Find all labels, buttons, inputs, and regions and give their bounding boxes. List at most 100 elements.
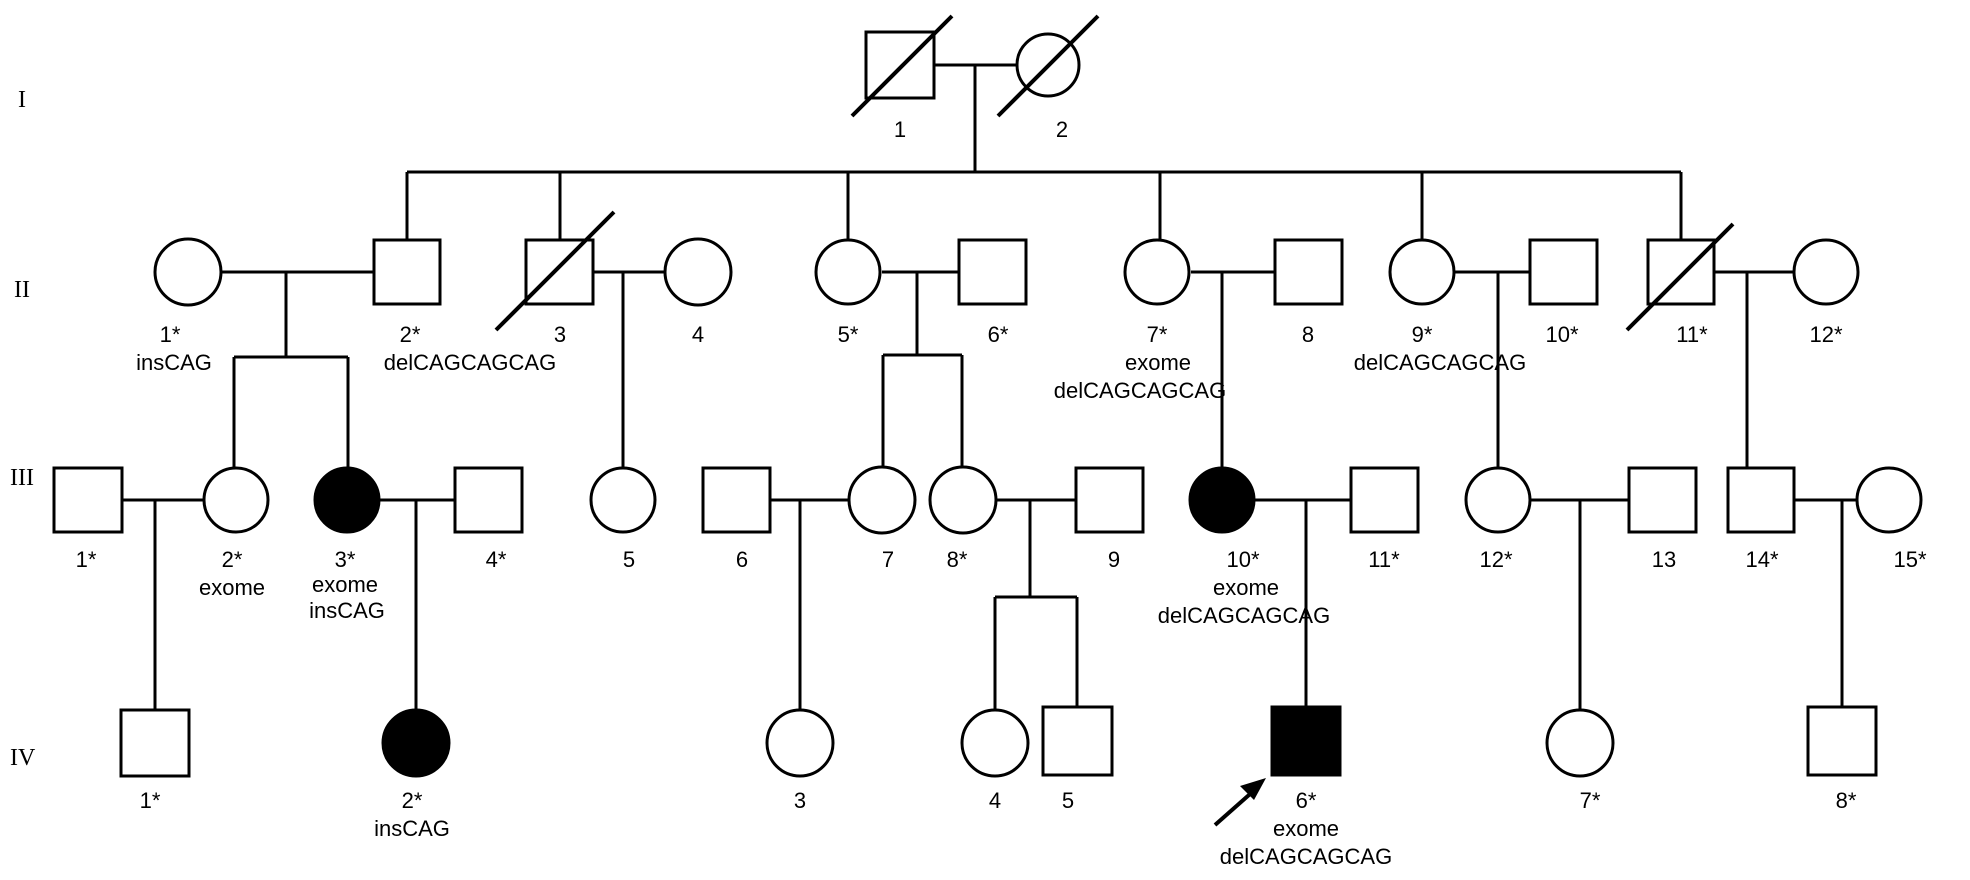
- individual-label-ii-2: 2*: [400, 322, 421, 347]
- individual-label-ii-12: 12*: [1809, 322, 1842, 347]
- male-symbol-iii-1: [52, 466, 124, 534]
- female-symbol-iii-7: [847, 465, 917, 535]
- annotation-ii-9: delCAGCAGCAG: [1354, 350, 1526, 375]
- individual-label-iii-3: 3*: [335, 547, 356, 572]
- individual-label-iii-2: 2*: [222, 547, 243, 572]
- individual-label-iv-6: 6*: [1296, 788, 1317, 813]
- female-symbol-ii-12: [1792, 238, 1860, 306]
- generation-iv: 1* 2* insCAG 3 4 5 6* exome delCAGCAGCAG…: [119, 705, 1878, 869]
- male-symbol-iii-4: [453, 466, 524, 534]
- male-symbol-iii-11: [1349, 466, 1420, 534]
- male-symbol-ii-6: [957, 238, 1028, 306]
- female-symbol-ii-7: [1123, 238, 1191, 306]
- female-symbol-iv-3: [765, 708, 835, 778]
- female-symbol-iv-4: [960, 708, 1030, 778]
- annotation-iii-10-exome: exome: [1213, 575, 1279, 600]
- male-symbol-ii-11: [1646, 238, 1716, 306]
- female-symbol-ii-1: [153, 237, 223, 307]
- individual-label-iv-7: 7*: [1580, 788, 1601, 813]
- female-symbol-iv-7: [1545, 708, 1615, 778]
- individual-label-iii-6: 6: [736, 547, 748, 572]
- individual-label-ii-4: 4: [692, 322, 704, 347]
- individual-label-iii-7: 7: [882, 547, 894, 572]
- annotation-iii-3-exome: exome: [312, 572, 378, 597]
- annotation-ii-7-exome: exome: [1125, 350, 1191, 375]
- male-symbol-iv-5: [1041, 705, 1114, 777]
- deceased-slash: [996, 14, 1100, 118]
- individual-label-iii-11: 11*: [1368, 547, 1400, 572]
- individual-label-iii-15: 15*: [1893, 547, 1926, 572]
- annotation-ii-2: delCAGCAGCAG: [384, 350, 556, 375]
- female-symbol-iii-2: [202, 466, 270, 534]
- generation-label-i: I: [18, 87, 26, 113]
- male-symbol-ii-3: [524, 238, 595, 306]
- male-symbol-iii-9: [1074, 466, 1145, 534]
- generation-label-ii: II: [14, 277, 30, 303]
- generation-label-iv: IV: [10, 745, 36, 771]
- individual-label-i-2: 2: [1056, 117, 1068, 142]
- generation-label-iii: III: [10, 465, 34, 491]
- male-symbol-iii-6: [701, 466, 772, 534]
- individual-label-ii-10: 10*: [1545, 322, 1578, 347]
- individual-label-ii-9: 9*: [1412, 322, 1433, 347]
- proband-arrow-icon: [1213, 778, 1266, 827]
- individual-label-ii-8: 8: [1302, 322, 1314, 347]
- individual-label-ii-5: 5*: [838, 322, 859, 347]
- annotation-iv-6-exome: exome: [1273, 816, 1339, 841]
- generation-i: 1 2: [850, 14, 1100, 142]
- female-symbol-iii-5: [589, 466, 657, 534]
- individual-label-ii-6: 6*: [988, 322, 1009, 347]
- individual-label-i-1: 1: [894, 117, 906, 142]
- individual-label-iv-2: 2*: [402, 788, 423, 813]
- annotation-iii-3-variant: insCAG: [309, 598, 385, 623]
- female-symbol-ii-4: [663, 237, 733, 307]
- individual-label-ii-3: 3: [554, 322, 566, 347]
- male-symbol-ii-10: [1528, 238, 1599, 306]
- individual-label-iii-1: 1*: [76, 547, 97, 572]
- generation-ii: 1* insCAG 2* delCAGCAGCAG 3 4 5* 6* 7* e…: [136, 210, 1860, 403]
- individual-label-iv-4: 4: [989, 788, 1001, 813]
- male-symbol-iii-14: [1726, 466, 1796, 534]
- male-symbol-iv-6: [1270, 705, 1342, 777]
- annotation-ii-1: insCAG: [136, 350, 212, 375]
- individual-label-iii-13: 13: [1652, 547, 1676, 572]
- female-symbol-iii-3: [313, 466, 381, 534]
- female-symbol-iii-8: [928, 465, 998, 535]
- female-symbol-iv-2: [381, 708, 451, 778]
- female-symbol-iii-15: [1855, 466, 1923, 534]
- male-symbol-iv-8: [1806, 705, 1878, 777]
- individual-label-iii-10: 10*: [1226, 547, 1259, 572]
- female-symbol-iii-10: [1188, 466, 1256, 534]
- annotation-iv-2: insCAG: [374, 816, 450, 841]
- pedigree-lines: [122, 63, 1889, 710]
- generation-iii: 1* 2* exome 3* exome insCAG 4* 5 6 7 8* …: [52, 465, 1927, 628]
- deceased-slash: [494, 210, 616, 332]
- female-symbol-ii-9: [1388, 238, 1456, 306]
- individual-label-ii-11: 11*: [1676, 322, 1708, 347]
- male-symbol-ii-8: [1273, 238, 1344, 306]
- annotation-ii-7-variant: delCAGCAGCAG: [1054, 378, 1226, 403]
- individual-label-iv-8: 8*: [1836, 788, 1857, 813]
- male-symbol-iv-1: [119, 708, 191, 778]
- individual-label-iii-14: 14*: [1745, 547, 1778, 572]
- female-symbol-iii-12: [1464, 466, 1532, 534]
- annotation-iii-2: exome: [199, 575, 265, 600]
- deceased-slash: [850, 14, 954, 118]
- individual-label-iii-5: 5: [623, 547, 635, 572]
- annotation-iv-6-variant: delCAGCAGCAG: [1220, 844, 1392, 869]
- individual-label-ii-7: 7*: [1147, 322, 1168, 347]
- annotation-iii-10-variant: delCAGCAGCAG: [1158, 603, 1330, 628]
- individual-label-iv-5: 5: [1062, 788, 1074, 813]
- individual-label-iii-8: 8*: [947, 547, 968, 572]
- individual-label-ii-1: 1*: [160, 322, 181, 347]
- individual-label-iv-1: 1*: [140, 788, 161, 813]
- male-symbol-ii-2: [372, 238, 442, 306]
- deceased-slash: [1625, 222, 1735, 332]
- individual-label-iii-9: 9: [1108, 547, 1120, 572]
- individual-label-iii-12: 12*: [1479, 547, 1512, 572]
- male-symbol-iii-13: [1627, 466, 1698, 534]
- female-symbol-ii-5: [814, 238, 882, 306]
- individual-label-iv-3: 3: [794, 788, 806, 813]
- individual-label-iii-4: 4*: [486, 547, 507, 572]
